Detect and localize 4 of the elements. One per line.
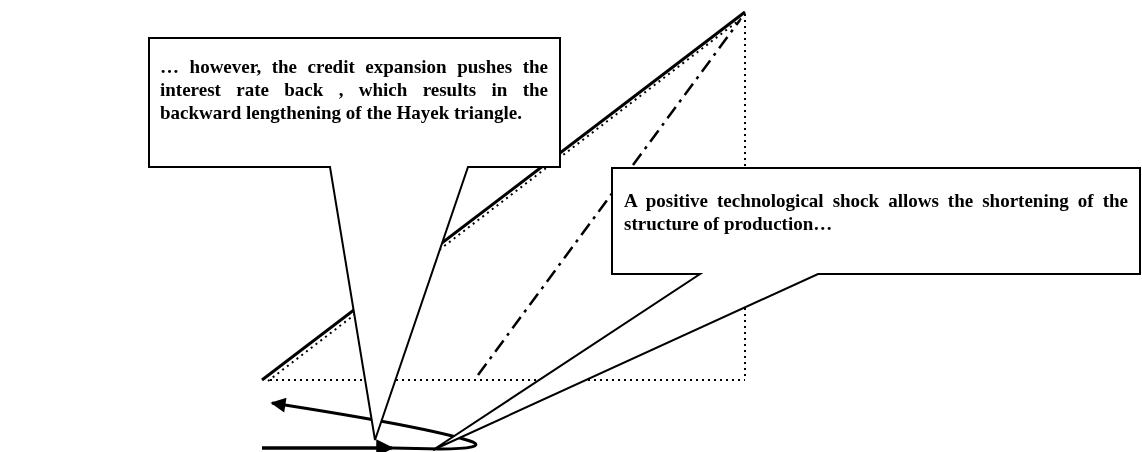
callout-text: A positive technological shock allows the shortening of the structure of production…: [624, 189, 1128, 235]
callout-box: [148, 37, 561, 443]
callout-box: [430, 167, 1141, 452]
callout-text: … however, the credit expansion pushes the interest rate back , which results in the backward lengthening of the Hayek triangle.: [160, 55, 548, 124]
